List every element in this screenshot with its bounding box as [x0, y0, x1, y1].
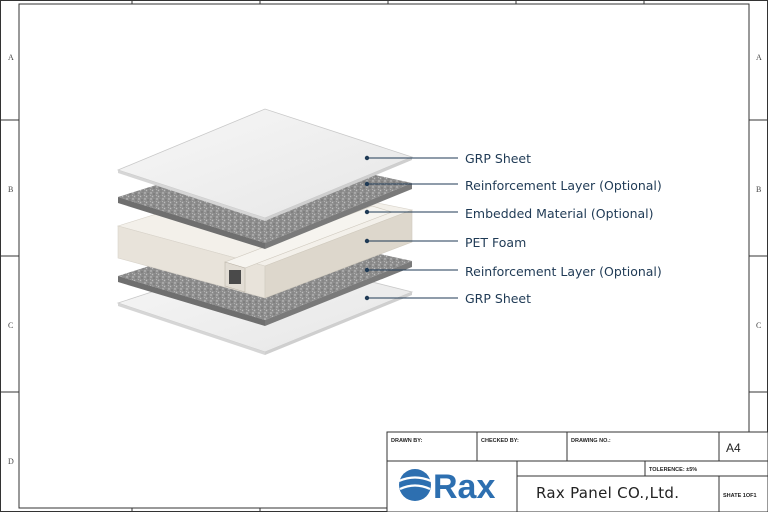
zone-letter-left-d: D [8, 457, 14, 466]
callout-label: Reinforcement Layer (Optional) [465, 178, 662, 193]
callout-reinforcement-bottom: Reinforcement Layer (Optional) [364, 264, 662, 279]
callout-grp-sheet-bottom: GRP Sheet [364, 291, 531, 306]
callout-grp-sheet-top: GRP Sheet [364, 151, 531, 166]
callout-pet-foam: PET Foam [364, 235, 526, 250]
tolerance-label: TOLERENCE: ±5% [649, 467, 697, 473]
callout-reinforcement-top: Reinforcement Layer (Optional) [364, 178, 662, 193]
callout-label: Reinforcement Layer (Optional) [465, 264, 662, 279]
rax-logo-icon [398, 469, 432, 501]
callouts: GRP Sheet Reinforcement Layer (Optional)… [364, 151, 662, 306]
callout-label: GRP Sheet [465, 291, 531, 306]
zone-letter-left-c: C [8, 321, 13, 330]
zone-letter-right-c: C [756, 321, 761, 330]
rax-logo: Rax [398, 468, 495, 506]
zone-letter-left-b: B [8, 185, 13, 194]
sheet-size: A4 [726, 441, 741, 455]
drawing-no-label: DRAWING NO.: [571, 438, 611, 444]
drawn-by-label: DRAWN BY: [391, 438, 423, 444]
callout-embedded-material: Embedded Material (Optional) [364, 206, 654, 221]
zone-letter-right-a: A [756, 53, 762, 62]
company-name: Rax Panel CO.,Ltd. [536, 484, 679, 502]
checked-by-label: CHECKED BY: [481, 438, 519, 444]
panel-exploded-view [116, 108, 414, 355]
layer-embedded-material [224, 205, 393, 293]
callout-label: PET Foam [465, 235, 526, 250]
layer-grp-sheet-top [116, 108, 414, 221]
rax-logo-text: Rax [433, 468, 495, 506]
sheet-number: SHATE 1OF1 [723, 493, 757, 499]
callout-label: GRP Sheet [465, 151, 531, 166]
title-block: DRAWN BY: CHECKED BY: DRAWING NO.: A4 TO… [386, 431, 768, 512]
callout-label: Embedded Material (Optional) [465, 206, 654, 221]
zone-letter-left-a: A [8, 53, 14, 62]
zone-letter-right-b: B [756, 185, 761, 194]
